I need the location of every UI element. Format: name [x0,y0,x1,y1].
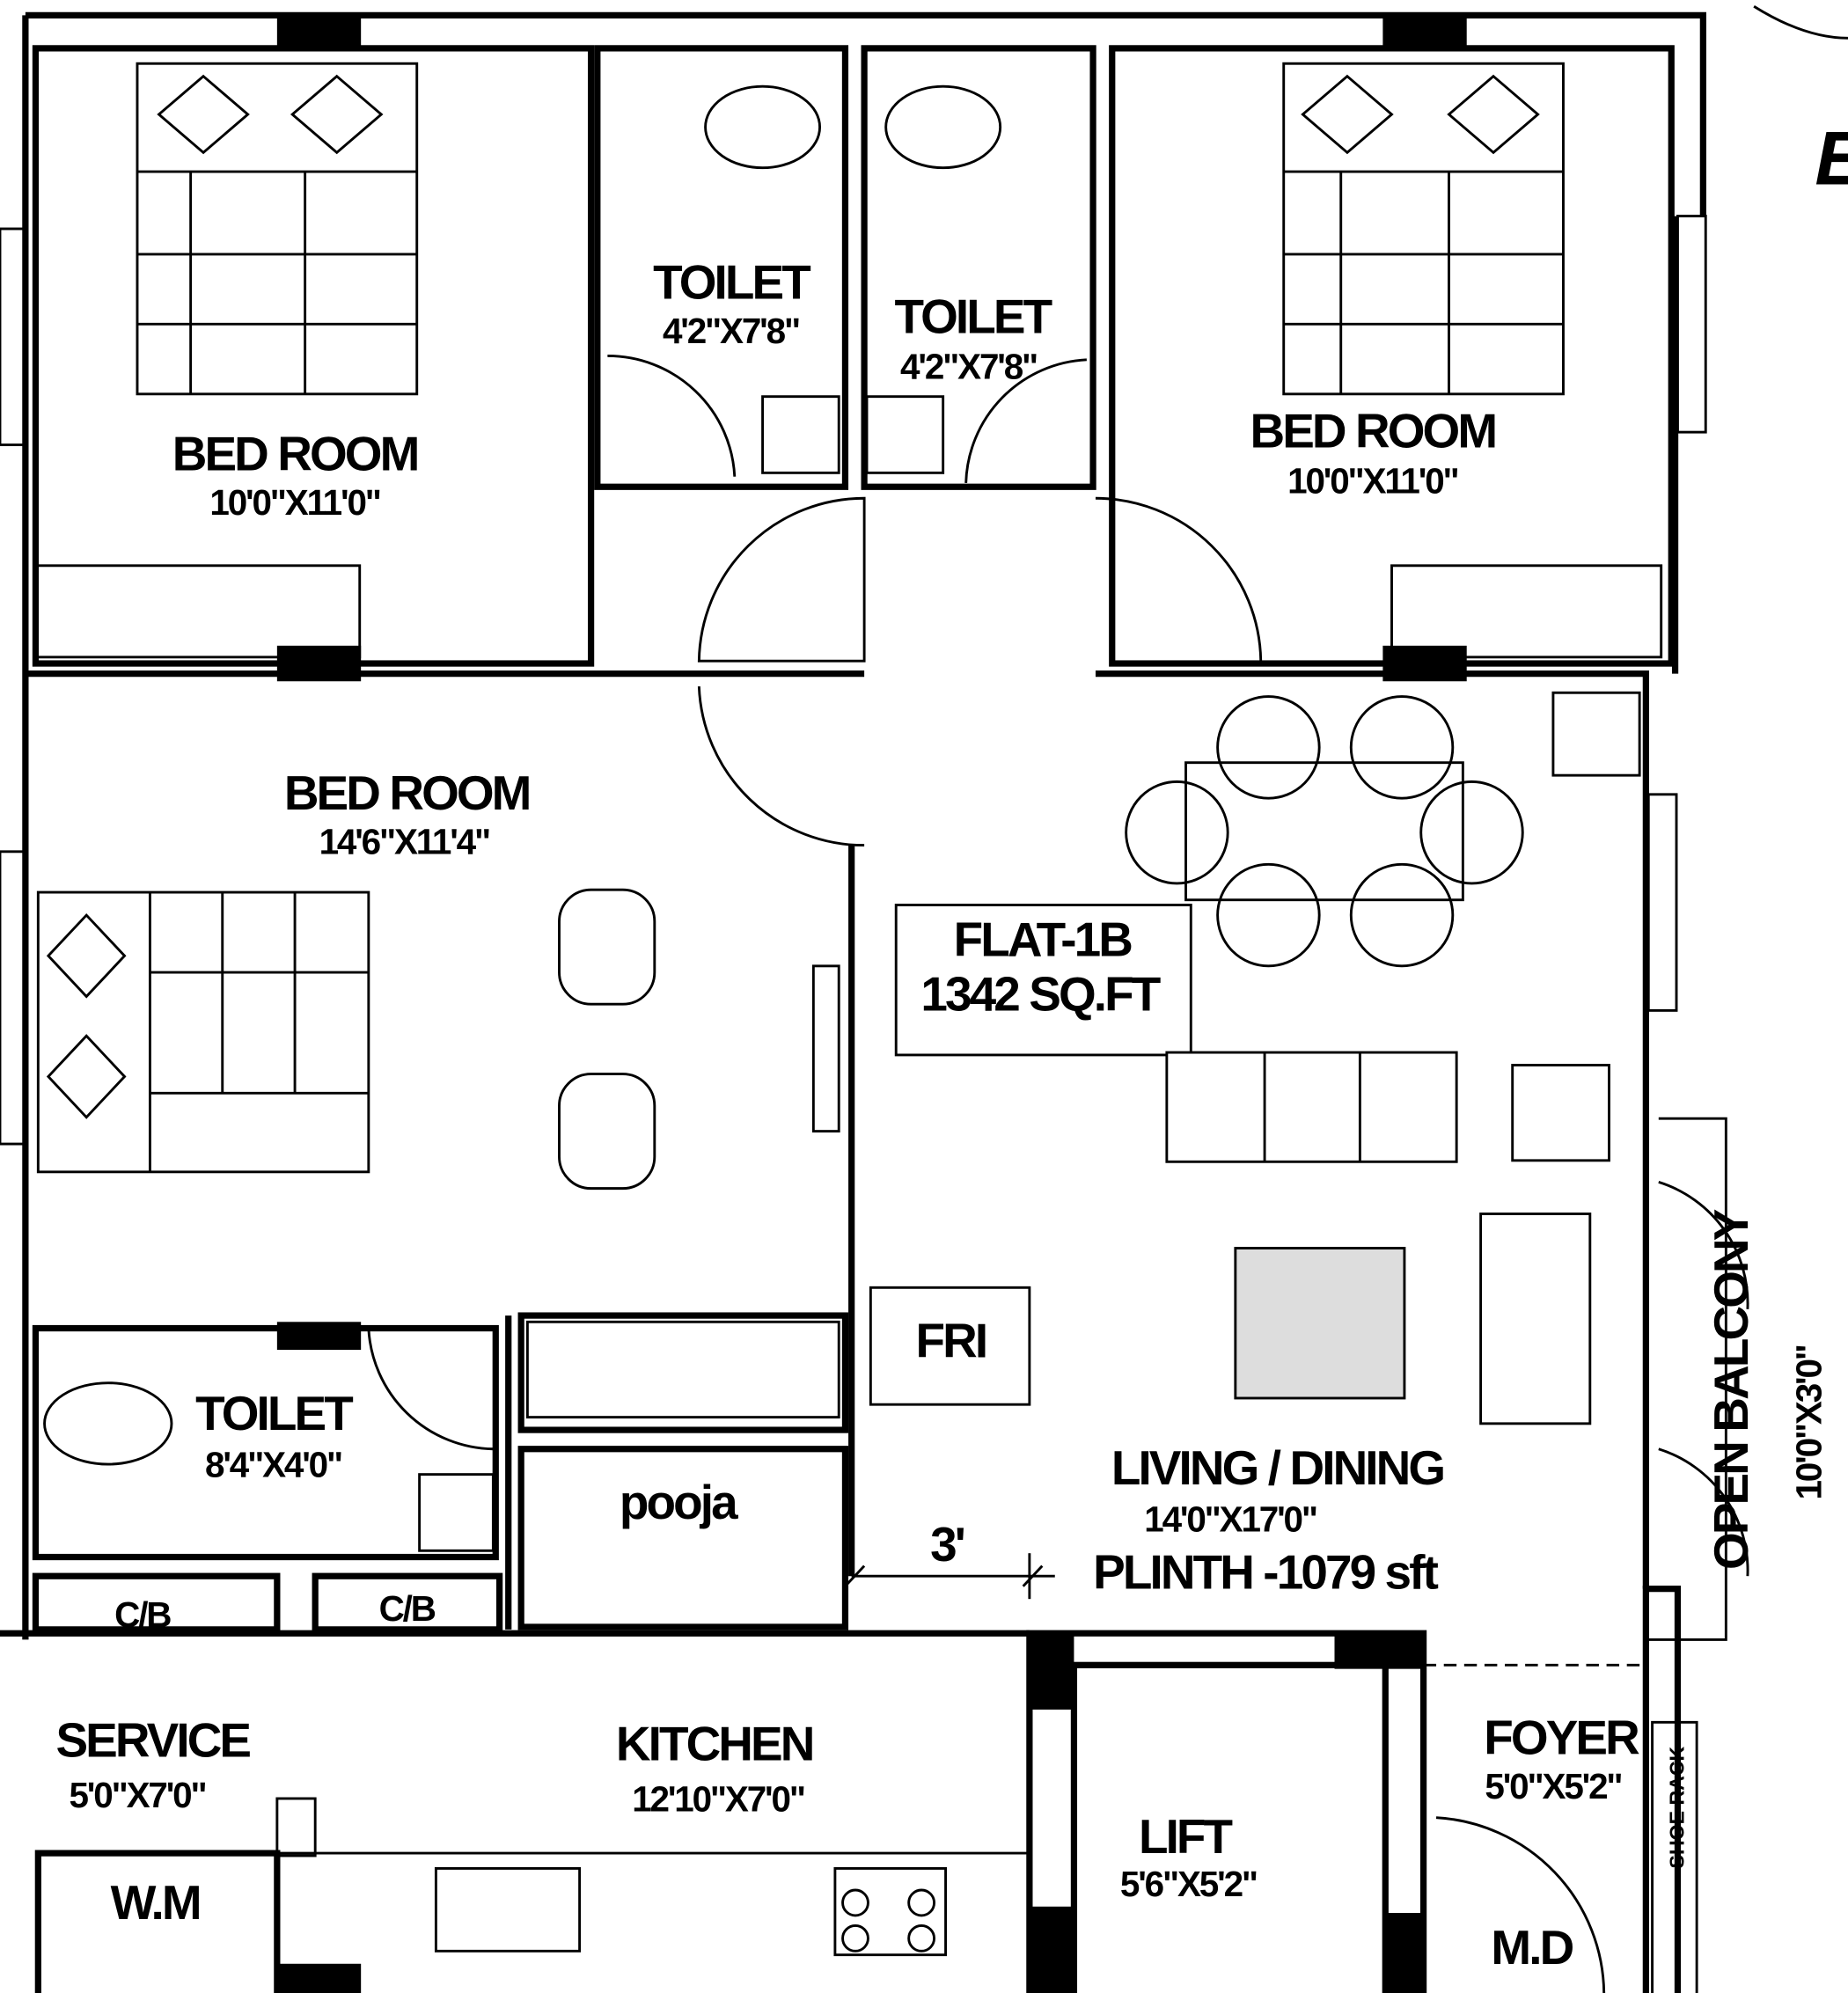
furniture [33,4,1848,1993]
pooja-name: pooja [620,1475,738,1529]
plinth-area: PLINTH -1079 sft [1093,1545,1438,1600]
cb-1-label: C/B [114,1594,171,1635]
lift-size: 5'6"X5'2" [1120,1864,1257,1904]
bed-3 [36,890,370,1174]
toilet-2-name: TOILET [894,289,1052,343]
service-size: 5'0"X7'0" [69,1775,205,1815]
walls [0,11,1727,1993]
fridge-label: FRI [915,1314,986,1368]
kitchen-name: KITCHEN [616,1717,813,1771]
balcony-size: 10'0"X3'0" [1789,1345,1830,1499]
foyer-name: FOYER [1484,1710,1639,1764]
living-name: LIVING / DINING [1111,1440,1444,1495]
bedroom-1-name: BED ROOM [172,426,418,480]
main-door-label: M.D [1491,1920,1573,1975]
bedroom-3-name: BED ROOM [284,766,530,820]
logo-letter: E [1815,116,1848,201]
wardrobes [33,564,1663,1419]
toilet-3-name: TOILET [195,1386,353,1440]
bedroom-1-size: 10'0"X11'0" [209,482,379,523]
dining-table [1125,695,1524,968]
toilet-3-size: 8'4"X4'0" [205,1445,341,1485]
toilet-1-size: 4'2"X7'8" [663,311,799,351]
dimension-3ft: 3' [930,1517,964,1572]
fridge [869,1286,1031,1406]
toilet-1-name: TOILET [653,254,810,309]
armchairs [558,888,656,1191]
flat-label-box [894,904,1192,1057]
balcony-name: OPEN BALCONY [1704,1209,1758,1570]
kitchen-size: 12'10"X7'0" [632,1778,804,1819]
flat-area: 1342 SQ.FT [920,966,1160,1021]
flat-id: FLAT-1B [954,912,1133,966]
toilet-fixtures [43,84,1641,1552]
sofa [1165,1051,1610,1425]
bedroom-2-name: BED ROOM [1250,403,1495,458]
room-labels: BED ROOM 10'0"X11'0" TOILET 4'2"X7'8" TO… [55,254,1829,1974]
logo-partial [1753,4,1848,40]
lift-name: LIFT [1139,1809,1233,1864]
shoe-rack-label: SHOE RACK [1666,1746,1689,1868]
bedroom-2-size: 10'0"X11'0" [1287,460,1457,501]
cb-2-label: C/B [379,1588,436,1629]
foyer-size: 5'0"X5'2" [1485,1766,1621,1806]
living-size: 14'0"X17'0" [1144,1499,1316,1540]
dimension-line-3ft [844,1553,1055,1600]
rug [1234,1247,1406,1400]
service-name: SERVICE [55,1712,250,1767]
toilet-2-size: 4'2"X7'8" [900,346,1037,386]
washing-machine-label: W.M [111,1875,200,1930]
bedroom-3-size: 14'6"X11'4" [319,822,489,862]
bed-1 [136,62,419,396]
doors [367,355,1749,1993]
kitchen-counter [275,1720,1698,1993]
bed-2 [1282,62,1565,396]
